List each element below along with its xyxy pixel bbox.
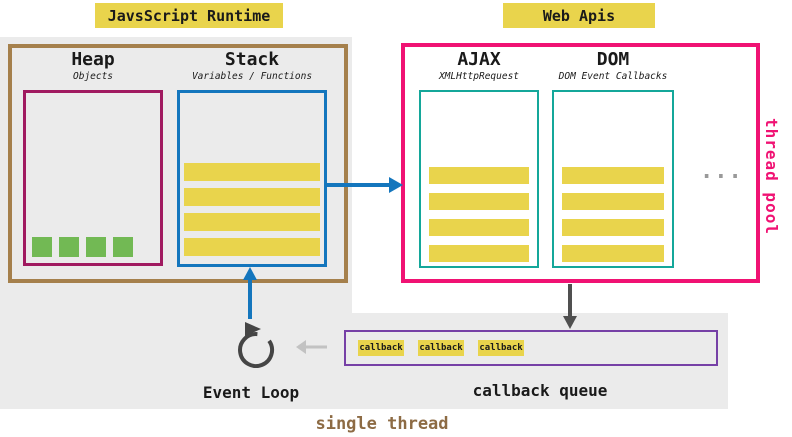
ajax-task-bar bbox=[429, 245, 529, 262]
stack-frame-bar bbox=[184, 188, 320, 206]
stack-title: Stack bbox=[224, 49, 280, 70]
heap-heading: Heap Objects bbox=[23, 49, 163, 83]
event-loop-label: Event Loop bbox=[202, 383, 300, 402]
stack-to-webapis-arrow-icon bbox=[326, 177, 403, 193]
stack-heading: Stack Variables / Functions bbox=[177, 49, 327, 83]
stack-frames bbox=[184, 163, 320, 256]
ajax-tasks bbox=[429, 167, 529, 262]
heap-object-square bbox=[113, 237, 133, 257]
event-loop-cycle-icon bbox=[238, 322, 275, 368]
ajax-title: AJAX bbox=[457, 49, 501, 70]
queue-to-eventloop-arrow-icon bbox=[296, 340, 327, 354]
thread-pool-label: thread pool bbox=[762, 118, 781, 235]
dom-tasks bbox=[562, 167, 664, 262]
runtime-title-banner: JavsScript Runtime bbox=[95, 3, 283, 28]
dom-heading: DOM DOM Event Callbacks bbox=[552, 49, 674, 83]
ajax-task-bar bbox=[429, 219, 529, 236]
heap-box bbox=[23, 90, 163, 266]
callback-chip: callback bbox=[478, 340, 524, 356]
ajax-task-bar bbox=[429, 167, 529, 184]
single-thread-label: single thread bbox=[315, 414, 449, 434]
dom-task-bar bbox=[562, 167, 664, 184]
stack-box bbox=[177, 90, 327, 267]
heap-object-square bbox=[32, 237, 52, 257]
dom-subtitle: DOM Event Callbacks bbox=[558, 71, 668, 82]
heap-object-square bbox=[59, 237, 79, 257]
ellipsis-icon: ... bbox=[700, 159, 743, 184]
heap-subtitle: Objects bbox=[72, 71, 114, 82]
dom-task-bar bbox=[562, 193, 664, 210]
heap-object-square bbox=[86, 237, 106, 257]
webapis-to-queue-arrow-icon bbox=[563, 284, 577, 329]
heap-title: Heap bbox=[71, 49, 115, 70]
stack-subtitle: Variables / Functions bbox=[191, 71, 313, 82]
callback-queue-box: callback callback callback bbox=[344, 330, 718, 366]
callback-queue-label: callback queue bbox=[472, 381, 608, 400]
callback-queue-background bbox=[352, 313, 728, 409]
ajax-box bbox=[419, 90, 539, 268]
runtime-box bbox=[8, 44, 348, 283]
ajax-heading: AJAX XMLHttpRequest bbox=[419, 49, 539, 83]
ajax-subtitle: XMLHttpRequest bbox=[438, 71, 520, 82]
stack-frame-bar bbox=[184, 238, 320, 256]
web-apis-title-banner: Web Apis bbox=[503, 3, 655, 28]
heap-objects bbox=[32, 237, 133, 257]
dom-task-bar bbox=[562, 219, 664, 236]
eventloop-to-stack-arrow-icon bbox=[243, 267, 257, 319]
ajax-task-bar bbox=[429, 193, 529, 210]
callback-chip: callback bbox=[358, 340, 404, 356]
stack-frame-bar bbox=[184, 163, 320, 181]
dom-title: DOM bbox=[596, 49, 630, 70]
stack-frame-bar bbox=[184, 213, 320, 231]
dom-task-bar bbox=[562, 245, 664, 262]
callback-chip: callback bbox=[418, 340, 464, 356]
dom-box bbox=[552, 90, 674, 268]
